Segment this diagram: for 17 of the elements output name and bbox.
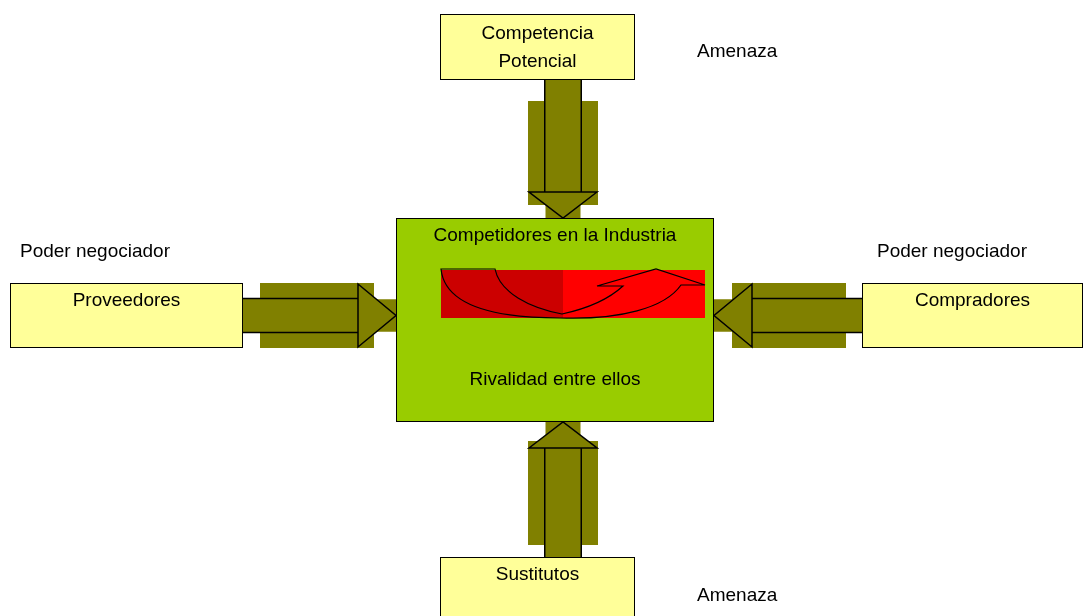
block-arrow bbox=[713, 283, 862, 348]
node-label: Proveedores bbox=[71, 288, 182, 312]
force-caption: Amenaza bbox=[697, 584, 778, 606]
force-box bbox=[862, 283, 1083, 348]
force-box bbox=[10, 283, 243, 348]
force-caption: Poder negociador bbox=[877, 240, 1027, 262]
force-caption: Amenaza bbox=[697, 40, 778, 62]
force-box bbox=[440, 557, 635, 616]
node-label: Competencia Potencial bbox=[480, 21, 595, 73]
node-label: Competidores en la Industria bbox=[432, 223, 678, 247]
force-caption: Poder negociador bbox=[20, 240, 170, 262]
force-box bbox=[440, 14, 635, 80]
industry-box bbox=[396, 218, 714, 422]
node-label: Rivalidad entre ellos bbox=[468, 367, 642, 391]
block-arrow bbox=[528, 421, 598, 557]
node-label: Sustitutos bbox=[494, 562, 581, 586]
node-label: Compradores bbox=[913, 288, 1032, 312]
